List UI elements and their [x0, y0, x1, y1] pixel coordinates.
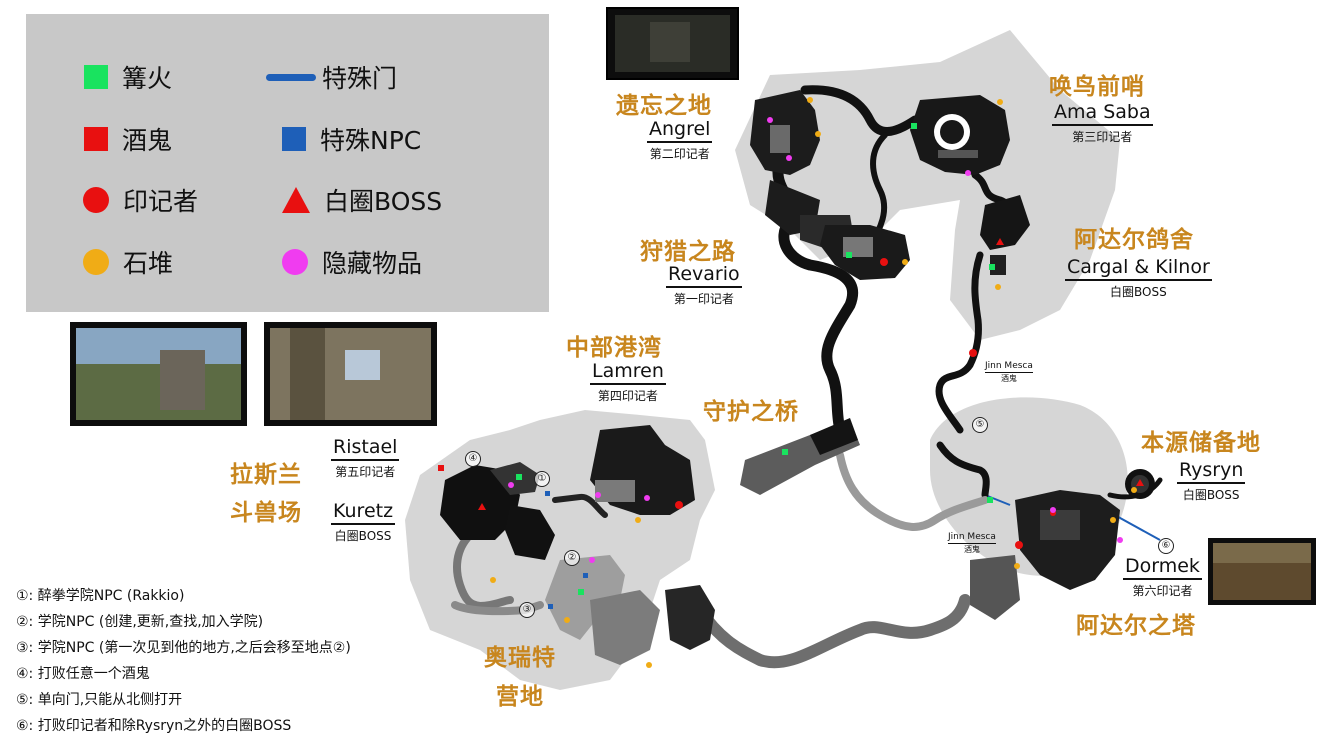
map-marker-6: ⑥	[1158, 538, 1174, 554]
boss-role: 白圈BOSS	[1182, 488, 1240, 502]
npc-name: Jinn Mesca	[985, 361, 1033, 373]
npc-name: Jinn Mesca	[948, 532, 996, 544]
legend-item-cairn: 石堆	[83, 244, 173, 280]
area-name-guardian-bridge: 守护之桥	[703, 399, 799, 425]
area-name-laslan: 拉斯兰	[230, 462, 302, 488]
legend-label: 特殊门	[322, 64, 398, 93]
boss-role: 第二印记者	[649, 147, 710, 161]
area-name-camp: 营地	[496, 684, 544, 710]
legend-item-special-door: 特殊门	[266, 59, 397, 95]
npc-role: 酒鬼	[963, 545, 980, 554]
boss-role: 第五印记者	[335, 465, 396, 479]
boss-label-rysryn: Rysryn 白圈BOSS	[1177, 459, 1246, 503]
legend-label: 石堆	[123, 249, 174, 278]
area-name-adal-tower: 阿达尔之塔	[1076, 613, 1196, 639]
boss-label-revario: Revario 第一印记者	[666, 263, 742, 307]
legend-label: 隐藏物品	[322, 249, 423, 278]
boss-label-lamren: Lamren 第四印记者	[590, 360, 666, 404]
boss-role: 第三印记者	[1072, 130, 1133, 144]
drunk-icon	[84, 127, 108, 151]
screenshot-thumbnails	[70, 7, 1316, 605]
legend-item-bonfire: 篝火	[84, 59, 172, 95]
boss-name: Kuretz	[331, 500, 396, 525]
white-boss-icon	[282, 187, 310, 213]
area-name-forgotten-land: 遗忘之地	[616, 93, 712, 119]
hidden-item-icon	[282, 249, 308, 275]
boss-role: 白圈BOSS	[334, 529, 392, 543]
legend-label: 酒鬼	[122, 126, 173, 155]
legend-item-special-npc: 特殊NPC	[282, 121, 421, 157]
npc-label-jinn-mesca-north: Jinn Mesca 酒鬼	[985, 353, 1033, 384]
boss-label-cargal-kilnor: Cargal & Kilnor 白圈BOSS	[1065, 256, 1212, 300]
map-marker-4: ④	[465, 451, 481, 467]
map-structures	[440, 90, 1155, 665]
note-1: ①: 醉拳学院NPC (Rakkio)	[16, 588, 185, 604]
boss-name: Angrel	[647, 118, 713, 143]
map-legend: 篝火 特殊门 酒鬼 特殊NPC 印记者 白圈BOSS 石堆 隐藏物品	[26, 14, 549, 312]
boss-label-angrel: Angrel 第二印记者	[647, 118, 713, 162]
boss-name: Cargal & Kilnor	[1065, 256, 1212, 281]
boss-name: Rysryn	[1177, 459, 1246, 484]
boss-name: Dormek	[1123, 555, 1202, 580]
legend-item-drunk: 酒鬼	[84, 121, 172, 157]
boss-role: 白圈BOSS	[1110, 285, 1167, 299]
area-name-hunting-road: 狩猎之路	[640, 239, 736, 265]
boss-name: Ama Saba	[1052, 101, 1153, 126]
map-marker-5: ⑤	[972, 417, 988, 433]
note-3: ③: 学院NPC (第一次见到他的地方,之后会移至地点②)	[16, 640, 351, 656]
boss-label-dormek: Dormek 第六印记者	[1123, 555, 1202, 599]
area-name-arena: 斗兽场	[230, 500, 302, 526]
map-point-markers	[438, 97, 1144, 668]
legend-item-sigil-bearer: 印记者	[83, 182, 198, 218]
boss-role: 第一印记者	[673, 292, 734, 306]
boss-label-ristael: Ristael 第五印记者	[331, 436, 400, 480]
legend-label: 篝火	[122, 64, 173, 93]
special-door-icon	[266, 73, 316, 81]
boss-label-kuretz: Kuretz 白圈BOSS	[331, 500, 396, 544]
boss-label-ama-saba: Ama Saba 第三印记者	[1052, 101, 1153, 145]
area-name-adal-dovecote: 阿达尔鸽舍	[1074, 227, 1194, 253]
boss-name: Lamren	[590, 360, 666, 385]
area-name-birdcall-outpost: 唤鸟前哨	[1049, 74, 1145, 100]
legend-item-hidden-item: 隐藏物品	[282, 244, 422, 280]
legend-label: 白圈BOSS	[324, 187, 443, 216]
bonfire-icon	[84, 65, 108, 89]
note-2: ②: 学院NPC (创建,更新,查找,加入学院)	[16, 614, 264, 630]
legend-label: 印记者	[123, 187, 199, 216]
sigil-bearer-icon	[83, 187, 109, 213]
note-6: ⑥: 打败印记者和除Rysryn之外的白圈BOSS	[16, 718, 292, 734]
boss-role: 第六印记者	[1132, 584, 1193, 598]
cairn-icon	[83, 249, 109, 275]
note-5: ⑤: 单向门,只能从北侧打开	[16, 692, 183, 708]
map-marker-1: ①	[534, 471, 550, 487]
legend-item-white-boss: 白圈BOSS	[282, 182, 442, 218]
boss-name: Revario	[666, 263, 742, 288]
npc-role: 酒鬼	[1000, 374, 1017, 383]
area-name-orit: 奥瑞特	[484, 645, 556, 671]
special-npc-icon	[282, 127, 306, 151]
npc-label-jinn-mesca-south: Jinn Mesca 酒鬼	[948, 524, 996, 555]
boss-role: 第四印记者	[597, 389, 658, 403]
area-name-central-harbor: 中部港湾	[566, 335, 662, 361]
area-name-source-reserve: 本源储备地	[1141, 430, 1261, 456]
map-marker-3: ③	[519, 602, 535, 618]
boss-name: Ristael	[331, 436, 400, 461]
note-4: ④: 打败任意一个酒鬼	[16, 666, 150, 682]
map-notes: ①: 醉拳学院NPC (Rakkio) ②: 学院NPC (创建,更新,查找,加…	[16, 583, 351, 739]
legend-label: 特殊NPC	[320, 126, 422, 155]
map-marker-2: ②	[564, 550, 580, 566]
